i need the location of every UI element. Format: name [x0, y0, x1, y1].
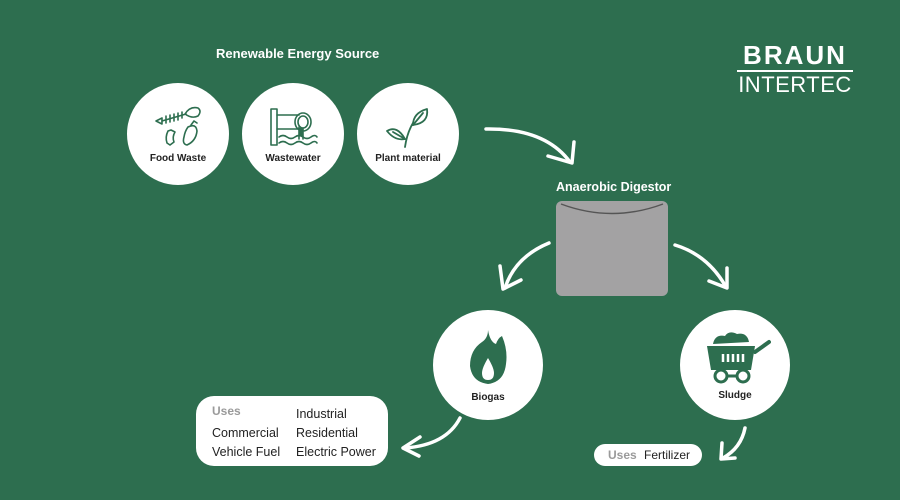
output-sludge: Sludge [680, 310, 790, 420]
wastewater-icon [270, 107, 318, 146]
anaerobic-digester [556, 201, 668, 296]
digester-title: Anaerobic Digestor [556, 180, 672, 194]
logo-line1: BRAUN [743, 40, 847, 70]
logo-divider [737, 70, 853, 72]
food-waste-icon [155, 106, 201, 146]
arrow-sources-to-digester [484, 127, 572, 164]
use-item: Vehicle Fuel [212, 445, 281, 459]
cart-icon [707, 331, 771, 383]
digester-lid-curve [560, 203, 664, 215]
output-biogas: Biogas [433, 310, 543, 420]
arrowhead-biogas-to-uses [401, 435, 422, 458]
sludge-uses-box: Uses Fertilizer [594, 444, 702, 466]
use-item: Residential [296, 426, 358, 440]
biogas-label: Biogas [471, 391, 505, 403]
biogas-uses-label: Uses [212, 404, 241, 418]
arrowhead-digester-to-biogas [498, 264, 523, 291]
biogas-uses-box: Uses Commercial Vehicle Fuel Industrial … [196, 396, 388, 466]
sludge-uses-label: Uses [608, 448, 637, 462]
source-wastewater: Wastewater [242, 83, 344, 185]
use-item: Fertilizer [644, 448, 691, 462]
arrow-digester-to-biogas [503, 241, 551, 290]
arrowhead-sludge-to-uses [719, 441, 737, 461]
logo-line2: INTERTEC [738, 72, 852, 97]
sludge-label: Sludge [718, 389, 752, 401]
source-food-waste-label: Food Waste [149, 152, 207, 164]
use-item: Commercial [212, 426, 279, 440]
source-food-waste: Food Waste [127, 83, 229, 185]
arrowhead-sources-to-digester [546, 140, 576, 165]
arrow-biogas-to-uses [403, 416, 462, 450]
source-plant-material: Plant material [357, 83, 459, 185]
arrow-sludge-to-uses [721, 426, 747, 460]
plant-icon [386, 107, 429, 148]
sources-title: Renewable Energy Source [216, 46, 380, 61]
source-wastewater-label: Wastewater [265, 152, 321, 164]
source-plant-material-label: Plant material [375, 152, 441, 164]
use-item: Industrial [296, 407, 347, 421]
arrowhead-digester-to-sludge [707, 266, 729, 290]
use-item: Electric Power [296, 445, 376, 459]
arrow-digester-to-sludge [673, 243, 728, 289]
flame-icon [470, 329, 507, 384]
braun-intertec-logo: BRAUN INTERTEC [737, 42, 853, 96]
